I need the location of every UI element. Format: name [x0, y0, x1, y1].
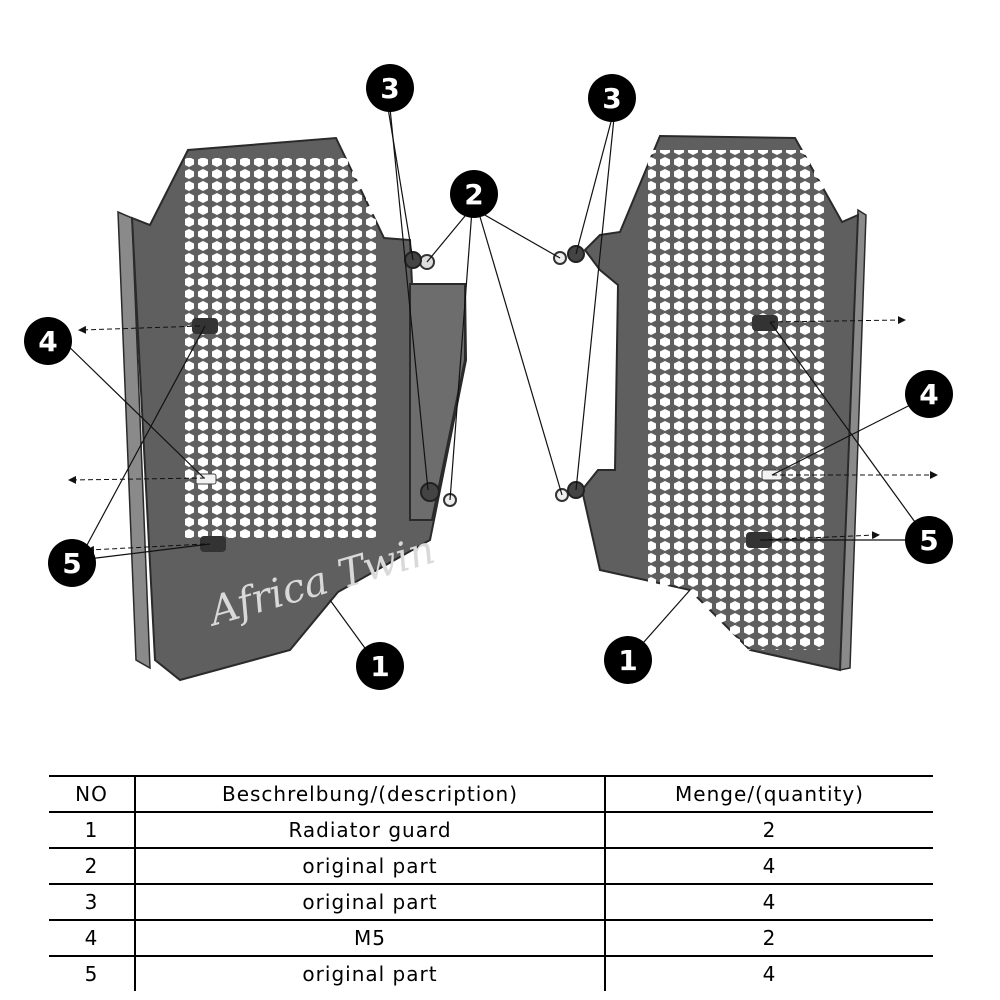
arrow-right-bottom [759, 531, 880, 541]
left-guard-side-edge [117, 210, 151, 670]
assembly-arrows [68, 316, 938, 554]
table-row: 4 M5 2 [49, 920, 933, 957]
callout-5-right: 5 [905, 516, 953, 564]
leader-4-left [59, 337, 205, 479]
callout-3-right: 3 [588, 74, 636, 122]
leader-2-right-a [475, 209, 561, 259]
leader-2-left-b [449, 209, 473, 501]
leader-2-left-a [426, 209, 471, 263]
callout-1-left: 1 [356, 642, 404, 690]
right-radiator-guard [553, 134, 867, 672]
left-fastener-5-bottom [200, 536, 226, 552]
table-row: 2 original part 4 [49, 848, 933, 885]
cell-no: 2 [49, 848, 135, 885]
callout-1-right-label: 1 [618, 644, 637, 677]
table-row: 1 Radiator guard 2 [49, 812, 933, 849]
leader-4-right [771, 395, 929, 476]
leader-2-right-b [477, 209, 563, 496]
callout-4-left: 4 [24, 317, 72, 365]
cell-description: M5 [134, 920, 605, 957]
cell-description: original part [134, 956, 605, 991]
left-guard-side-bracket [409, 283, 466, 521]
cell-description: original part [134, 884, 605, 921]
leader-3-right-a [575, 117, 613, 255]
cell-description: Radiator guard [134, 812, 605, 849]
leader-3-left-b [389, 107, 429, 491]
leader-5-left-a [79, 325, 206, 559]
header-no: NO [49, 775, 135, 813]
arrow-left-middle [68, 475, 206, 484]
leader-5-left-b [79, 543, 211, 561]
parts-table: NO Beschrelbung/(description) Menge/(qua… [49, 775, 933, 991]
arrow-left-bottom [86, 543, 206, 554]
callout-2-label: 2 [464, 178, 483, 211]
left-fastener-3-bottom [420, 482, 440, 502]
cell-description: original part [134, 848, 605, 885]
callout-4-right: 4 [905, 370, 953, 418]
right-guard-mesh [648, 150, 828, 650]
right-fastener-5-bottom [746, 532, 772, 548]
callout-3-right-label: 3 [602, 82, 621, 115]
header-quantity: Menge/(quantity) [604, 775, 933, 813]
leader-3-right-b [575, 117, 615, 491]
arrow-left-top [78, 325, 201, 334]
callout-3-left: 3 [366, 64, 414, 112]
callout-2: 2 [450, 170, 498, 218]
cell-no: 1 [49, 812, 135, 849]
leader-lines [59, 107, 929, 667]
cell-quantity: 4 [604, 848, 933, 885]
right-fastener-5-top [752, 315, 778, 331]
callout-5-right-label: 5 [919, 524, 938, 557]
callout-1-right: 1 [604, 636, 652, 684]
cell-quantity: 4 [604, 884, 933, 921]
table-row: 5 original part 4 [49, 956, 933, 991]
table-header-row: NO Beschrelbung/(description) Menge/(qua… [49, 775, 933, 813]
left-guard-mesh [185, 158, 380, 538]
callout-5-left-label: 5 [62, 547, 81, 580]
cell-no: 5 [84, 962, 99, 986]
header-description: Beschrelbung/(description) [134, 775, 605, 813]
leader-5-right-a [769, 321, 929, 541]
cell-no: 3 [49, 884, 135, 921]
left-radiator-guard: Africa Twin [117, 136, 468, 682]
callout-4-left-label: 4 [38, 325, 57, 358]
callout-4-right-label: 4 [919, 378, 938, 411]
cell-quantity: 4 [604, 956, 933, 991]
arrow-right-top [769, 316, 906, 325]
left-fastener-4 [195, 473, 217, 485]
cell-no: 4 [49, 920, 135, 957]
callout-5-left: 5 [48, 539, 96, 587]
callout-3-left-label: 3 [380, 72, 399, 105]
cell-quantity: 2 [604, 920, 933, 957]
cell-quantity: 2 [604, 812, 933, 849]
table-row: 3 original part 4 [49, 884, 933, 921]
exploded-view-diagram: Africa Twin [24, 64, 953, 690]
callout-1-left-label: 1 [370, 650, 389, 683]
